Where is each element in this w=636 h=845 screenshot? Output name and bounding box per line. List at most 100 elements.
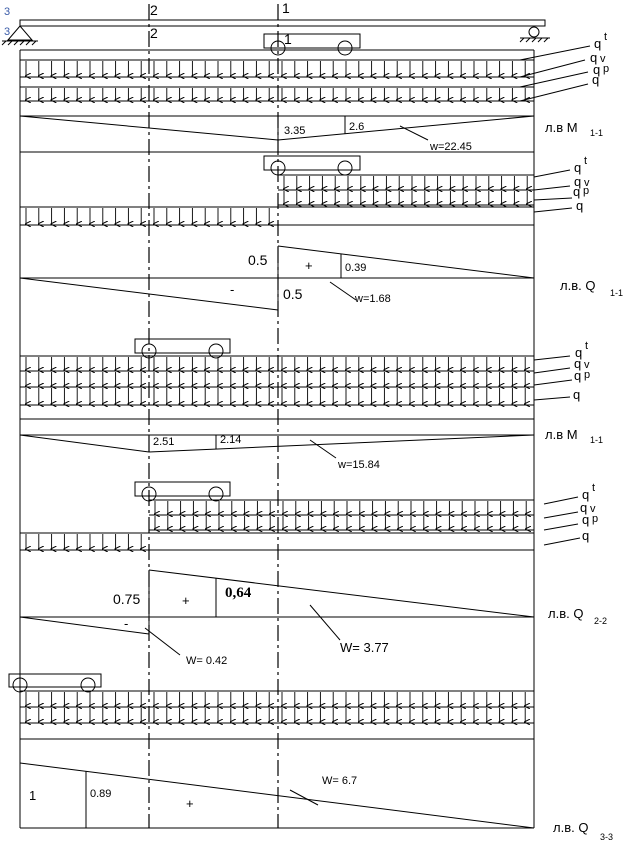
title-q33-sub: 3-3 (600, 832, 613, 842)
section-label-2: 2 (150, 2, 158, 18)
load-q-label: q (580, 500, 587, 515)
ordinate-q22-pos2: 0,64 (225, 585, 252, 601)
load-q-subscript: v (600, 53, 606, 65)
load-block-1 (20, 49, 534, 117)
sign-q11-minus: - (230, 282, 234, 297)
title-m11-a-sub: 1-1 (590, 128, 603, 138)
leader-line (533, 355, 571, 361)
sign-q22-minus: - (124, 616, 128, 631)
load-q-subscript: v (584, 359, 590, 371)
influence-line-q11 (19, 245, 535, 311)
leader-line (519, 59, 586, 78)
area-q11: w=1.68 (354, 293, 391, 305)
title-q22-sub: 2-2 (594, 616, 607, 626)
title-q11-sub: 1-1 (610, 288, 623, 298)
load-q-subscript: p (603, 63, 609, 75)
leader-line (533, 379, 573, 386)
leader-line (533, 207, 573, 213)
outer-frame (19, 50, 535, 829)
influence-line-m11-b (19, 434, 535, 459)
leader-line (533, 185, 571, 191)
load-q-label: q (574, 356, 581, 371)
crane-trolley-5 (8, 673, 102, 693)
sign-q33-plus: + (186, 796, 194, 811)
load-block-5 (20, 690, 534, 740)
leader-line (519, 83, 589, 102)
title-q33: л.в. Q (553, 820, 588, 835)
ordinate-q11-neg: 0.5 (283, 286, 303, 302)
section-label-2b: 2 (150, 25, 158, 41)
leader-line (543, 496, 579, 505)
title-q11: л.в. Q (560, 278, 595, 293)
ordinate-m11-b-second: 2.14 (220, 434, 241, 446)
section-label-3: 3 (4, 6, 10, 18)
load-q-label: q (575, 345, 582, 360)
crane-trolley-4 (134, 481, 231, 502)
load-q-label: q (582, 512, 589, 527)
ordinate-m11-b-main: 2.51 (153, 436, 174, 448)
right-roller-support (519, 26, 550, 43)
ordinate-m11-a-second: 2.6 (349, 121, 364, 133)
load-q-label: q (574, 160, 581, 175)
leader-line (519, 45, 591, 61)
load-arrows-4 (26, 501, 526, 549)
title-q22: л.в. Q (548, 606, 583, 621)
leader-line (533, 169, 571, 178)
load-q-label: q (573, 184, 580, 199)
area-m11-b: w=15.84 (337, 459, 380, 471)
ordinate-q11-pos2: 0.39 (345, 262, 366, 274)
title-m11-a: л.в M (545, 120, 578, 135)
area-m11-a: w=22.45 (429, 141, 472, 153)
area-q22-neg: W= 0.42 (186, 655, 227, 667)
load-q-label: q (593, 62, 600, 77)
load-arrows-1 (26, 61, 525, 100)
crane-trolley-1 (263, 33, 361, 56)
load-q-label: q (574, 174, 581, 189)
influence-line-q22 (19, 569, 535, 656)
load-q-subscript: t (604, 31, 607, 43)
leader-line (519, 71, 589, 88)
title-m11-b-sub: 1-1 (590, 435, 603, 445)
ordinate-q33-main: 1 (29, 788, 36, 803)
leader-line (533, 396, 571, 401)
load-q-subscript: v (590, 503, 596, 515)
sign-q11-plus: + (305, 258, 313, 273)
ordinate-q22-pos: 0.75 (113, 591, 140, 607)
load-q-label: q (590, 50, 597, 65)
load-q-label: q (592, 72, 599, 87)
influence-line-q33 (19, 762, 535, 829)
crane-trolley-3 (134, 338, 231, 359)
area-q22-pos: W= 3.77 (340, 640, 389, 655)
left-pin-support (1, 25, 38, 46)
ordinate-q33-second: 0.89 (90, 788, 111, 800)
load-q-subscript: t (584, 155, 587, 167)
leader-line (543, 537, 581, 546)
area-q33: W= 6.7 (322, 775, 357, 787)
load-q-subscript: t (585, 340, 588, 352)
load-q-label: q (582, 487, 589, 502)
leader-line (543, 523, 579, 531)
load-q-subscript: p (592, 513, 598, 525)
load-arrows-3 (26, 357, 525, 404)
influence-line-m11-a (19, 115, 535, 153)
load-q-label: q (582, 528, 589, 543)
load-q-subscript: p (583, 185, 589, 197)
leader-line (543, 511, 579, 519)
load-q-label: q (594, 36, 601, 51)
load-arrows-5 (26, 692, 525, 722)
load-q-label: q (576, 198, 583, 213)
load-block-2 (20, 174, 534, 226)
title-m11-b: л.в M (545, 427, 578, 442)
ordinate-m11-a-main: 3.35 (284, 125, 305, 137)
load-arrows-2 (26, 176, 527, 224)
load-q-label: q (574, 368, 581, 383)
ordinate-q11-pos: 0.5 (248, 252, 268, 268)
section-label-1b: 1 (284, 31, 292, 47)
load-block-4 (20, 499, 534, 551)
leader-line (533, 367, 571, 374)
leader-line (533, 197, 573, 201)
load-q-subscript: v (584, 177, 590, 189)
load-q-subscript: p (584, 369, 590, 381)
